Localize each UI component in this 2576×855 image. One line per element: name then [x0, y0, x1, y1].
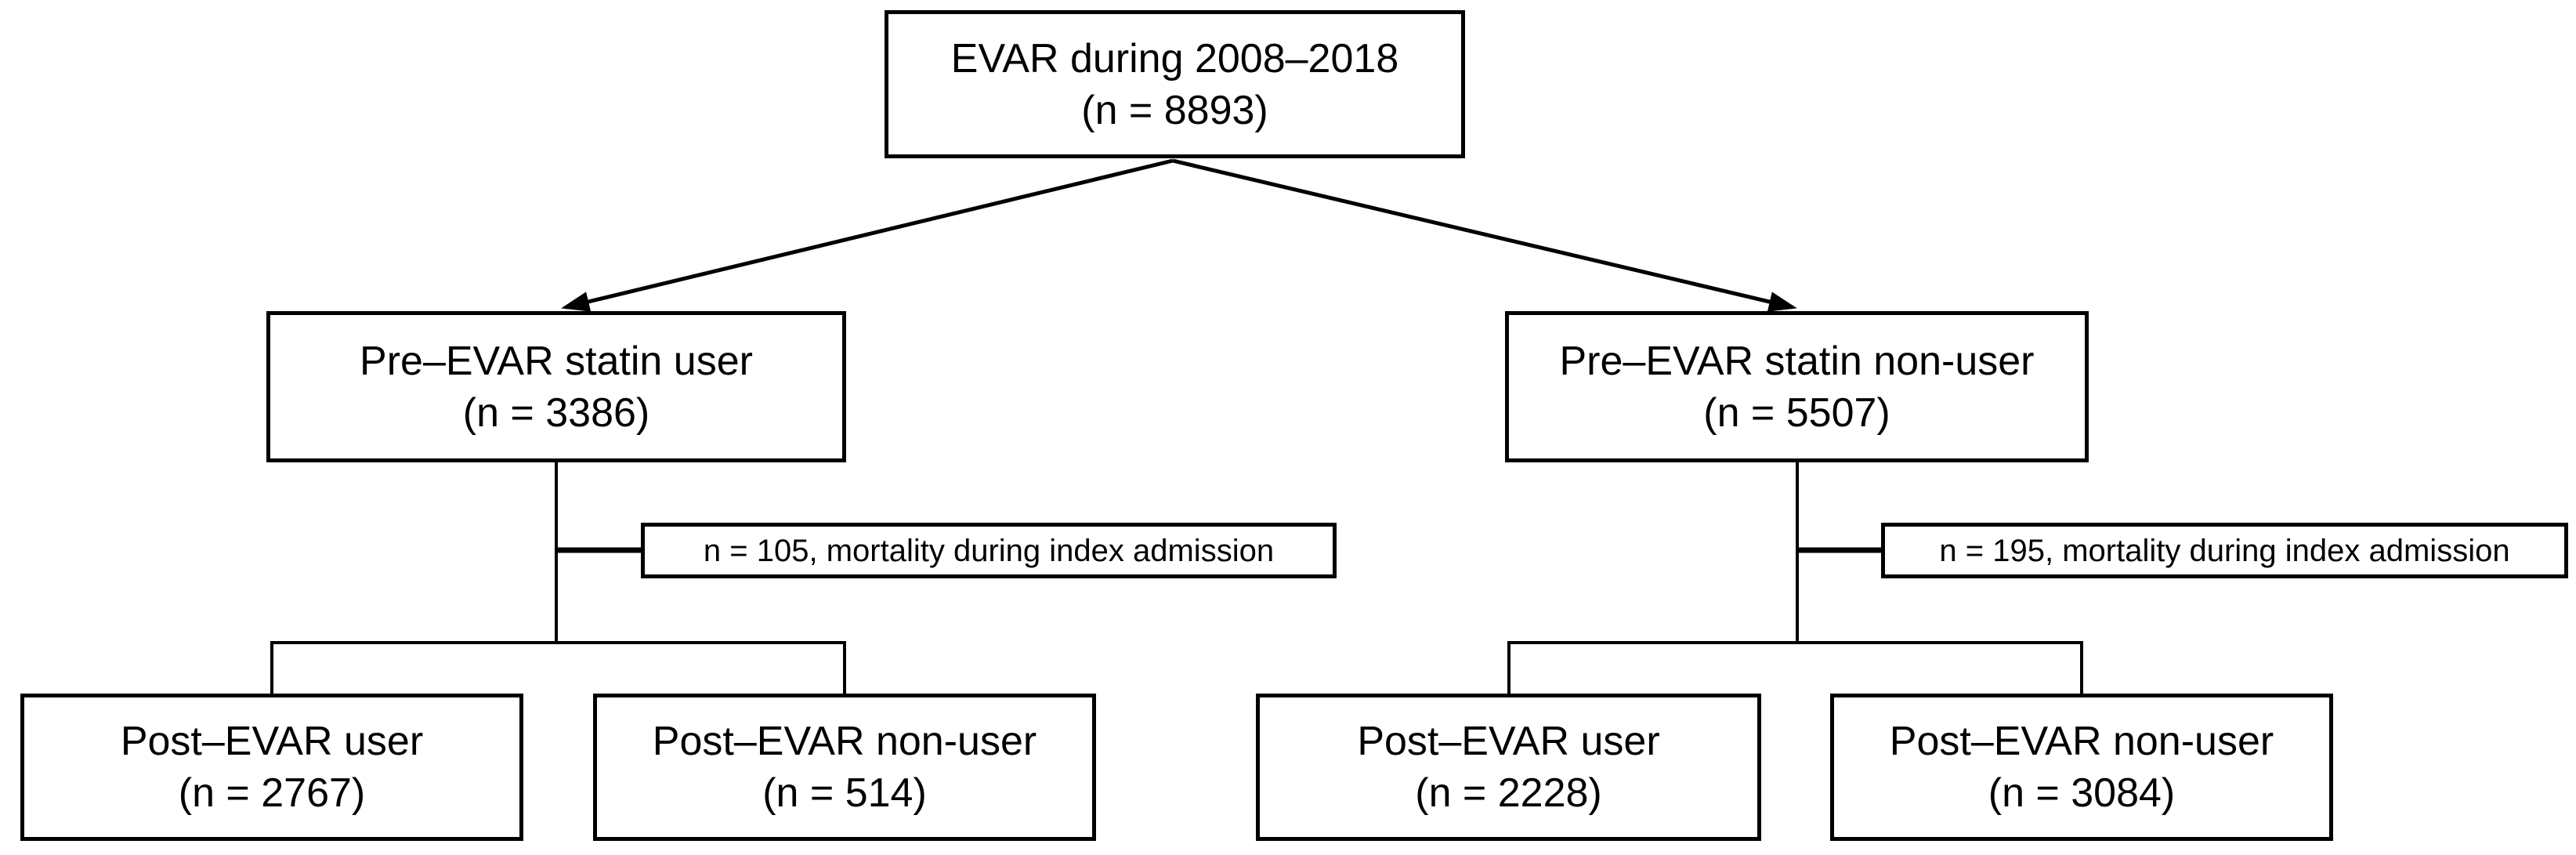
- node-evar-total-count: (n = 8893): [1081, 87, 1268, 133]
- node-post-evar-nonuser-right-count: (n = 3084): [1988, 770, 2176, 816]
- node-mortality-exclusion-right-label: n = 195, mortality during index admissio…: [1939, 533, 2510, 568]
- node-pre-evar-statin-user: Pre–EVAR statin user (n = 3386): [266, 311, 846, 462]
- arrow-root-to-pre-user: [561, 158, 1174, 312]
- node-post-evar-user-right-title: Post–EVAR user: [1357, 719, 1660, 764]
- node-post-evar-nonuser-right-title: Post–EVAR non-user: [1889, 719, 2274, 764]
- node-post-evar-user-right: Post–EVAR user (n = 2228): [1256, 694, 1761, 841]
- node-pre-evar-statin-nonuser: Pre–EVAR statin non-user (n = 5507): [1505, 311, 2089, 462]
- node-post-evar-user-right-count: (n = 2228): [1415, 770, 1602, 816]
- node-pre-evar-statin-nonuser-title: Pre–EVAR statin non-user: [1559, 338, 2035, 384]
- node-mortality-exclusion-right: n = 195, mortality during index admissio…: [1881, 523, 2568, 578]
- node-post-evar-nonuser-left: Post–EVAR non-user (n = 514): [593, 694, 1096, 841]
- node-post-evar-user-left-title: Post–EVAR user: [120, 719, 424, 764]
- node-post-evar-nonuser-right: Post–EVAR non-user (n = 3084): [1830, 694, 2333, 841]
- node-post-evar-user-left-count: (n = 2767): [178, 770, 366, 816]
- node-pre-evar-statin-user-title: Pre–EVAR statin user: [360, 338, 753, 384]
- node-evar-total-title: EVAR during 2008–2018: [950, 35, 1399, 82]
- arrow-root-to-pre-nonuser: [1172, 158, 1797, 312]
- node-mortality-exclusion-left: n = 105, mortality during index admissio…: [641, 523, 1337, 578]
- node-pre-evar-statin-user-count: (n = 3386): [462, 389, 650, 436]
- node-mortality-exclusion-left-label: n = 105, mortality during index admissio…: [703, 533, 1275, 568]
- node-pre-evar-statin-nonuser-count: (n = 5507): [1703, 389, 1890, 436]
- node-evar-total: EVAR during 2008–2018 (n = 8893): [885, 10, 1465, 158]
- node-post-evar-nonuser-left-count: (n = 514): [762, 770, 927, 816]
- node-post-evar-user-left: Post–EVAR user (n = 2767): [20, 694, 523, 841]
- node-post-evar-nonuser-left-title: Post–EVAR non-user: [652, 719, 1037, 764]
